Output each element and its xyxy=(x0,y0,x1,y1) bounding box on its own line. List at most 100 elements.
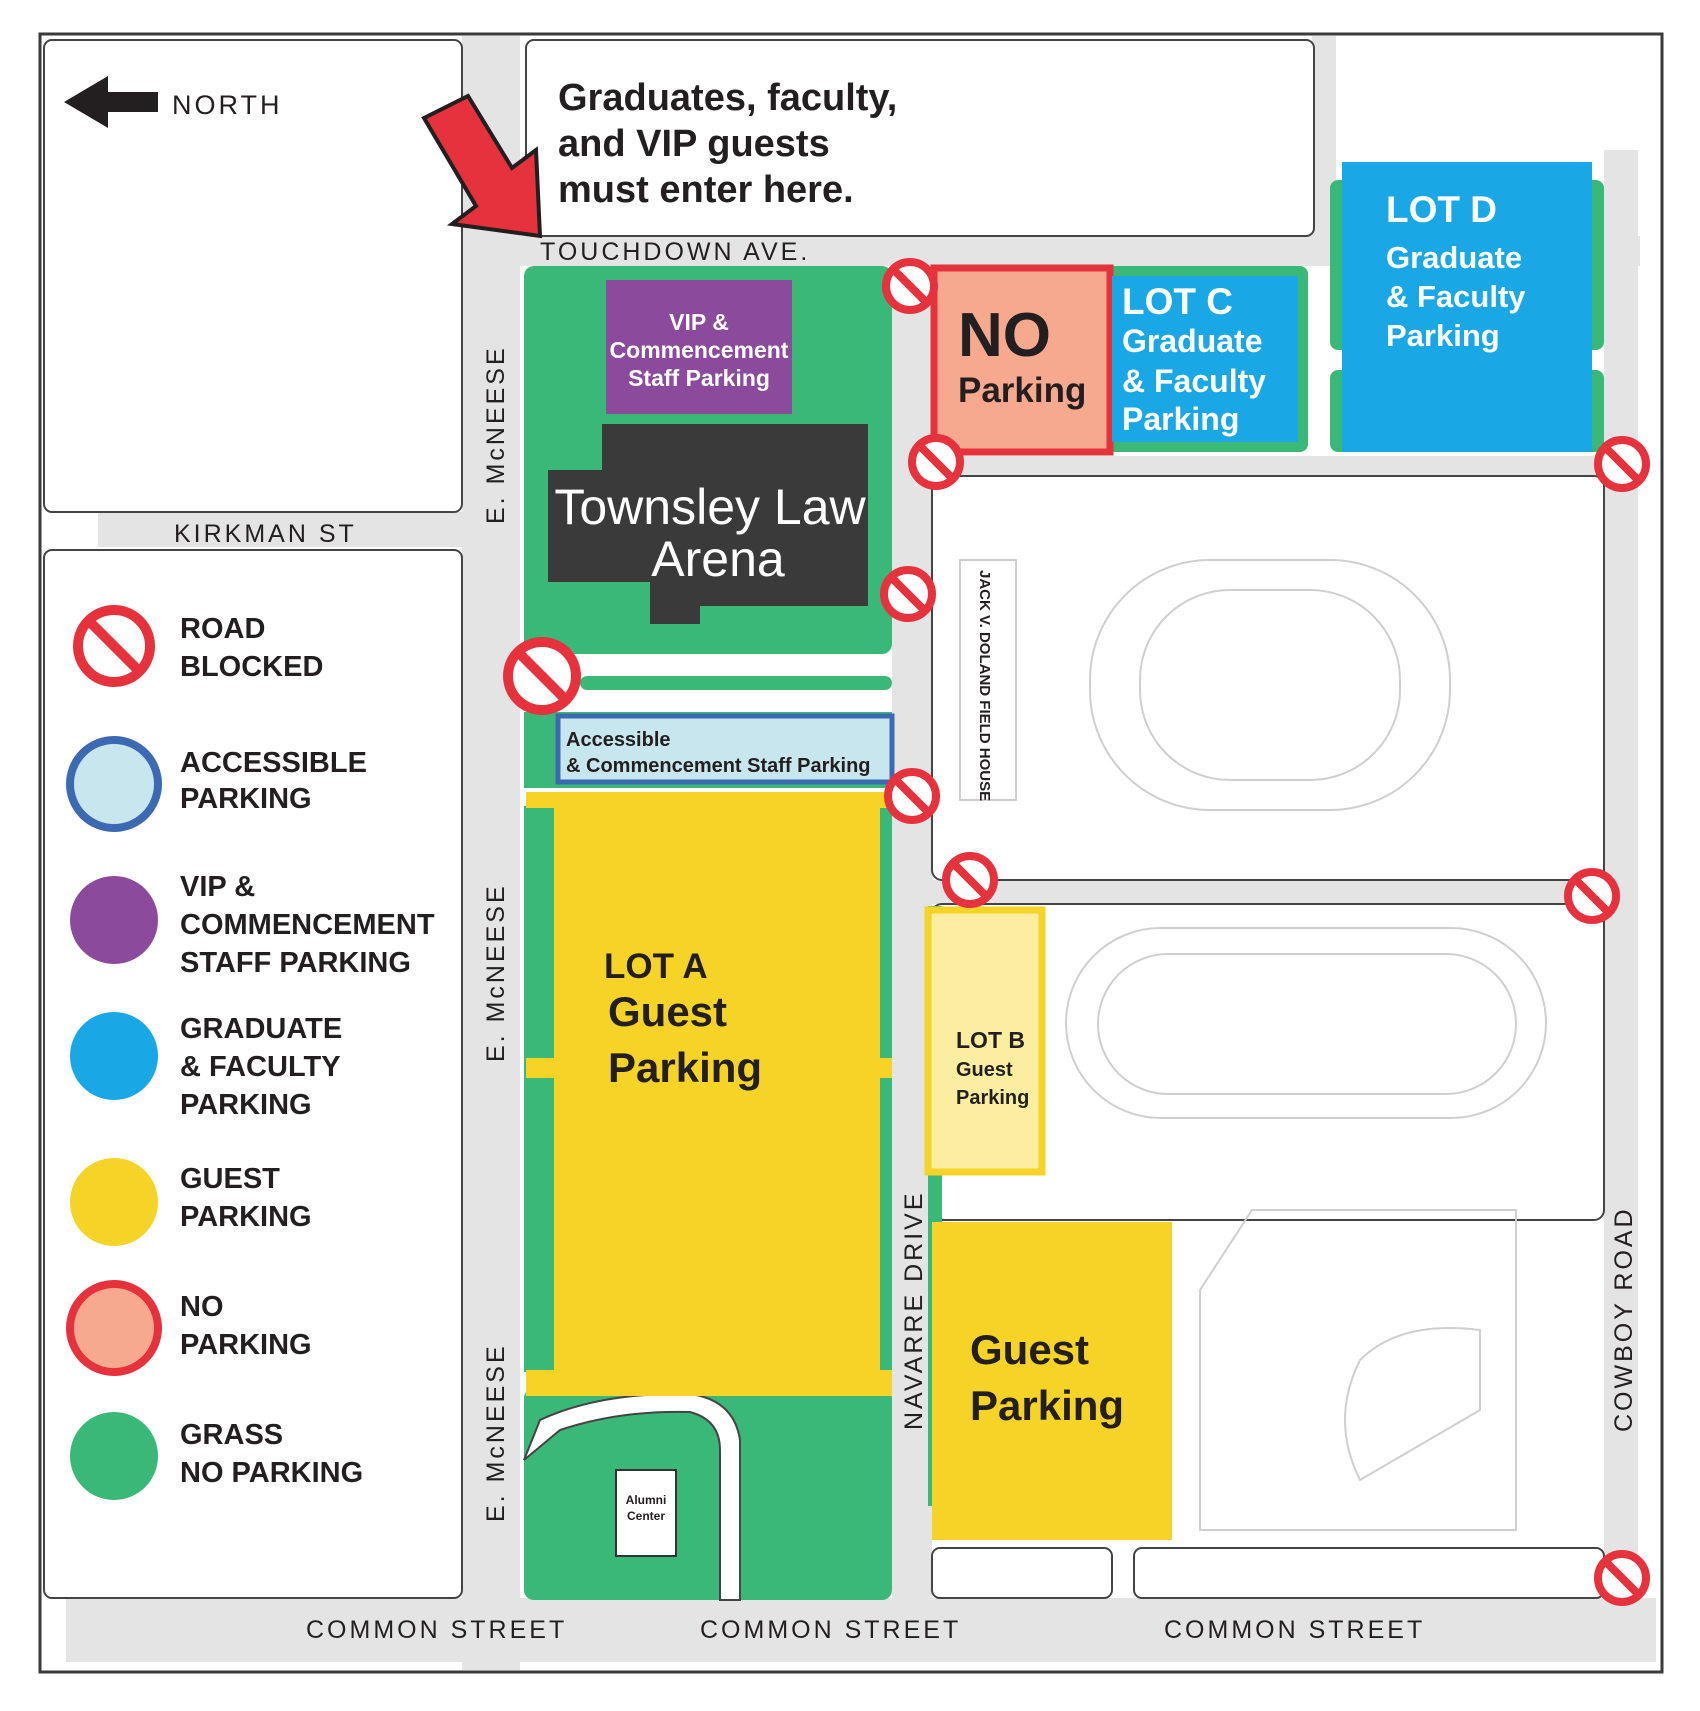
lot-a-area xyxy=(526,792,892,1396)
arrow-down-right-icon xyxy=(421,93,543,239)
road-mcneese xyxy=(462,36,520,1670)
guest-line1: Guest xyxy=(970,1326,1089,1373)
no-entry-icon xyxy=(942,852,998,908)
legend-road-blocked-line2: BLOCKED xyxy=(180,651,323,683)
road-blocked-markers xyxy=(503,258,1650,1606)
legend-accessible-line2: PARKING xyxy=(180,783,312,815)
legend-graduate: GRADUATE & FACULTY PARKING xyxy=(70,1012,342,1121)
road-common-street xyxy=(66,1598,1656,1662)
alumni-center-line1: Alumni xyxy=(626,1493,667,1507)
no-entry-icon xyxy=(503,637,581,715)
legend-graduate-line1: GRADUATE xyxy=(180,1013,342,1045)
vip-line3: Staff Parking xyxy=(628,365,770,391)
field-house-label: JACK V. DOLAND FIELD HOUSE xyxy=(976,570,993,801)
street-common-2: COMMON STREET xyxy=(700,1616,961,1644)
no-entry-icon xyxy=(1594,436,1650,492)
guest-line2: Parking xyxy=(970,1382,1124,1429)
legend-vip-line2: COMMENCEMENT xyxy=(180,909,435,941)
lot-a-line2: Parking xyxy=(608,1044,762,1091)
alumni-center-building xyxy=(615,1469,677,1557)
legend-accessible-swatch xyxy=(66,736,162,832)
track-inner xyxy=(1097,953,1517,1095)
street-mcneese-3: E. McNEESE xyxy=(482,1343,510,1522)
legend-grass-swatch xyxy=(70,1412,158,1500)
accessible-parking-area xyxy=(555,713,895,785)
stadium-inner xyxy=(1139,589,1401,781)
road-service-2 xyxy=(932,880,1604,904)
lot-a-island-right xyxy=(880,808,892,1058)
block-corner xyxy=(43,39,463,513)
legend-no-parking-line2: PARKING xyxy=(180,1329,312,1361)
road-service-1 xyxy=(932,456,1604,476)
legend-grass: GRASS NO PARKING xyxy=(70,1412,363,1500)
street-cowboy: COWBOY ROAD xyxy=(1610,1206,1638,1432)
legend-guest-line2: PARKING xyxy=(180,1201,312,1233)
legend-grass-line1: GRASS xyxy=(180,1419,283,1451)
legend-graduate-swatch xyxy=(70,1012,158,1100)
street-common-3: COMMON STREET xyxy=(1164,1616,1425,1644)
lot-a-island-left-2 xyxy=(526,1078,554,1370)
lot-d-line1: Graduate xyxy=(1386,240,1522,275)
lot-a-island-right-2 xyxy=(880,1078,892,1370)
lot-d-line3: Parking xyxy=(1386,318,1500,353)
vip-line1: VIP & xyxy=(669,309,729,335)
lot-c-line1: Graduate xyxy=(1122,323,1262,359)
lot-d-area xyxy=(1342,162,1592,452)
no-entry-icon xyxy=(880,566,936,622)
baseball-field xyxy=(1199,1209,1517,1531)
street-kirkman: KIRKMAN ST xyxy=(174,520,357,548)
arena-name-line1: Townsley Law xyxy=(554,479,866,535)
block-stadium xyxy=(931,475,1605,881)
lot-b-line2: Parking xyxy=(956,1087,1029,1109)
lot-d-line2: & Faculty xyxy=(1386,279,1526,314)
no-entry-icon xyxy=(1564,868,1620,924)
lot-b-line1: Guest xyxy=(956,1059,1013,1081)
arena-building xyxy=(548,424,868,624)
track-outer xyxy=(1065,927,1547,1119)
baseball-outline xyxy=(1199,1209,1517,1531)
lot-a-title: LOT A xyxy=(604,947,708,986)
legend-vip: VIP & COMMENCEMENT STAFF PARKING xyxy=(70,871,435,979)
no-parking-area xyxy=(930,264,1114,456)
street-common-1: COMMON STREET xyxy=(306,1616,567,1644)
street-mcneese-1: E. McNEESE xyxy=(482,345,510,524)
legend-no-parking-swatch xyxy=(66,1280,162,1376)
legend-grass-line2: NO PARKING xyxy=(180,1457,363,1489)
legend-vip-line3: STAFF PARKING xyxy=(180,947,411,979)
entry-note-line3: must enter here. xyxy=(558,169,854,211)
entry-note-line2: and VIP guests xyxy=(558,123,830,165)
no-entry-icon xyxy=(908,434,964,490)
no-parking-small: Parking xyxy=(958,371,1086,410)
field-house xyxy=(959,559,1017,801)
accessible-line2: & Commencement Staff Parking xyxy=(566,755,871,777)
lot-b-area xyxy=(924,906,1046,1176)
alumni-center-line2: Center xyxy=(627,1509,665,1523)
north-label: NORTH xyxy=(172,90,283,120)
block-north xyxy=(525,39,1315,237)
accessible-line1: Accessible xyxy=(566,729,671,751)
stadium-field xyxy=(1089,559,1451,811)
alumni-driveway xyxy=(523,1392,741,1601)
track-outline xyxy=(1065,927,1547,1119)
no-parking-big: NO xyxy=(958,301,1051,370)
legend-road-blocked-line1: ROAD xyxy=(180,613,265,645)
arrow-left-icon xyxy=(64,76,158,128)
street-navarre: NAVARRE DRIVE xyxy=(900,1190,928,1430)
lot-a-line1: Guest xyxy=(608,988,727,1035)
street-mcneese-2: E. McNEESE xyxy=(482,883,510,1062)
legend-guest-swatch xyxy=(70,1158,158,1246)
lot-c-line2: & Faculty xyxy=(1122,363,1266,399)
lot-a-grass-islands xyxy=(526,808,892,1370)
lot-b-title: LOT B xyxy=(956,1027,1025,1053)
roads xyxy=(66,36,1656,1670)
legend: ROAD BLOCKED ACCESSIBLE PARKING VIP & CO… xyxy=(66,605,435,1500)
legend-no-parking-line1: NO xyxy=(180,1291,224,1323)
lot-c-area xyxy=(1112,276,1298,442)
no-entry-icon xyxy=(73,605,155,687)
block-south-1 xyxy=(931,1547,1113,1599)
legend-no-parking: NO PARKING xyxy=(66,1280,312,1376)
grass-strip xyxy=(580,676,892,690)
legend-accessible-line1: ACCESSIBLE xyxy=(180,747,367,779)
legend-vip-line1: VIP & xyxy=(180,871,255,903)
